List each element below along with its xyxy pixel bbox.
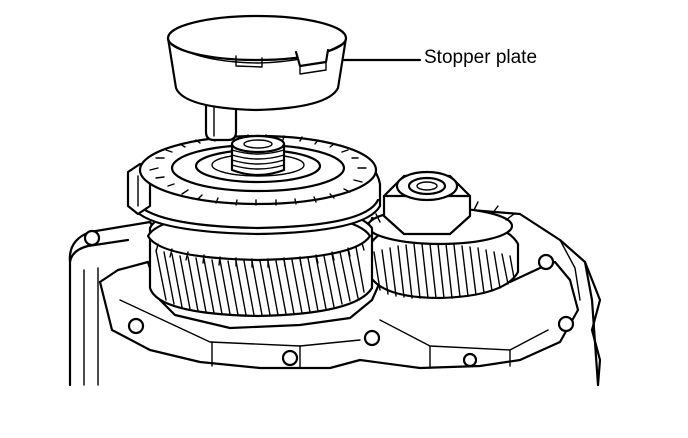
stopper-plate: [166, 14, 348, 142]
stopper-plate-label: Stopper plate: [424, 47, 538, 68]
idler-gear: [366, 170, 520, 300]
main-gear-assembly: [126, 134, 382, 318]
